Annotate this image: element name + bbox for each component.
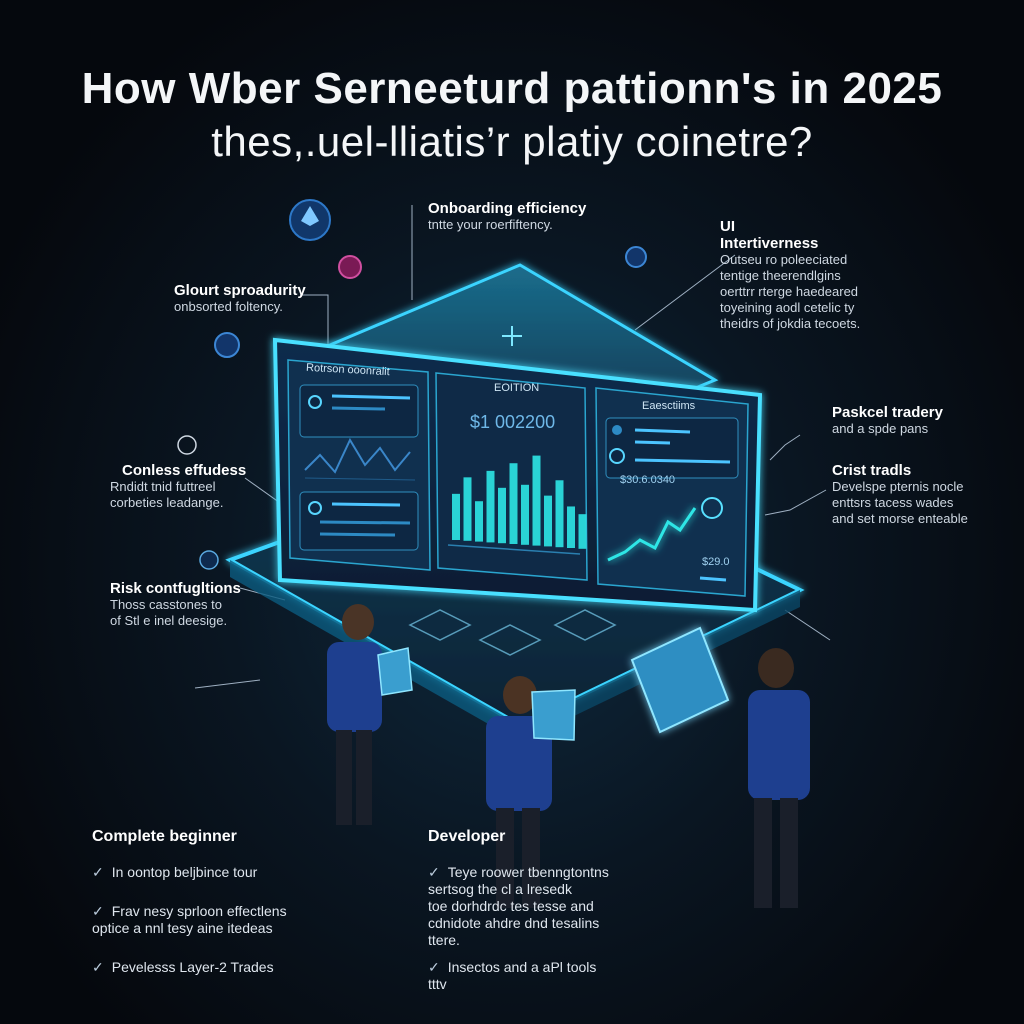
callout-crist-line: and set morse enteable (832, 511, 968, 526)
person-right (630, 626, 810, 908)
callout-ui-line: toyeining aodl cetelic ty (720, 300, 855, 315)
panel-right-value2: $29.0 (702, 556, 730, 568)
callout-crist-title: Crist tradls (832, 462, 912, 479)
callout-gloursp: Glourt sproadurity onbsorted foltency. (174, 282, 306, 315)
callout-conless-line: corbeties leadange. (110, 495, 224, 510)
trend-line (607, 507, 697, 562)
chart-bar (567, 506, 575, 548)
list-item: Insectos and a aPl tools tttv (428, 959, 748, 993)
list-developer-title: Developer (428, 828, 506, 845)
chart-bar (475, 501, 483, 542)
panel-center-value: $1 002200 (470, 412, 556, 432)
list-developer: Developer Teye roower tbenngtontns serts… (428, 828, 748, 1015)
chart-bar (509, 463, 518, 544)
callout-crist-line: Develspe pternis nocle (832, 479, 964, 494)
token-icon (338, 255, 362, 279)
callout-paskcel-title: Paskcel tradery (832, 404, 943, 421)
callout-ui-line: tentige theerendlgins (720, 268, 841, 283)
bar-chart (447, 455, 587, 555)
list-item: Frav nesy sprloon effectlens optice a nn… (92, 903, 392, 937)
callout-gloursp-sub: onbsorted foltency. (174, 299, 283, 314)
callout-gloursp-title: Glourt sproadurity (174, 282, 306, 299)
chart-bar (544, 495, 552, 547)
list-beginner-title: Complete beginner (92, 828, 237, 845)
callout-crist-line: enttsrs tacess wades (832, 495, 954, 510)
callout-risk-line: of Stl e inel deesige. (110, 613, 228, 628)
list-item: In oontop beljbince tour (92, 864, 392, 881)
chart-baseline (447, 544, 581, 555)
list-item: Pevelesss Layer-2 Trades (92, 959, 392, 976)
person-left (327, 604, 413, 825)
callout-conless: Conless effudess Rndidt tnid futtreel co… (110, 462, 246, 511)
lock-icon (199, 550, 219, 570)
chart-bar (486, 470, 495, 543)
list-item: Teye roower tbenngtontns sertsog the cl … (428, 864, 748, 949)
chart-bar (452, 493, 460, 540)
callout-risk-title: Risk contfugltions (110, 580, 241, 597)
callout-paskcel: Paskcel tradery and a spde pans (832, 404, 943, 437)
coin-icon-left (214, 332, 240, 358)
headline-line-2: thes,.uel-lliatis’r platiy coinetre? (211, 118, 813, 165)
callout-crist: Crist tradls Develspe pternis nocle entt… (832, 462, 968, 527)
callout-ui-line: oerttrr rterge haedeared (720, 284, 859, 299)
headline-line-1: How Wber Serneeturd pattionn's in 2025 (81, 64, 943, 113)
callout-ui-line: Outseu ro poleeciated (720, 252, 848, 267)
panel-right-value: $30.6.0340 (620, 474, 676, 486)
callout-paskcel-sub: and a spde pans (832, 421, 929, 436)
callout-ui-line: theidrs of jokdia tecoets. (720, 316, 861, 331)
chart-bar (521, 484, 529, 545)
callout-ui: UI Intertiverness Outseu ro poleeciated … (720, 218, 920, 332)
callout-ui-title: UI (720, 218, 735, 235)
chart-bar (532, 455, 541, 546)
callout-onboarding: Onboarding efficiency tntte your roerfif… (428, 200, 586, 233)
chart-bar (578, 514, 587, 549)
settings-icon (177, 435, 197, 455)
callout-conless-line: Rndidt tnid futtreel (110, 479, 216, 494)
panel-right-title: Eaesctiims (642, 400, 696, 412)
callout-risk: Risk contfugltions Thoss casstones to of… (110, 580, 241, 629)
callout-onboarding-title: Onboarding efficiency (428, 200, 587, 217)
chart-bar (463, 477, 472, 541)
callout-ui-title2: Intertiverness (720, 235, 819, 252)
callout-risk-line: Thoss casstones to (110, 597, 222, 612)
callout-onboarding-sub: tntte your roerfiftency. (428, 217, 553, 232)
chart-bar (498, 487, 506, 544)
coin-icon-right (625, 246, 647, 268)
callout-conless-title: Conless effudess (122, 462, 247, 479)
list-beginner: Complete beginner In oontop beljbince to… (92, 828, 392, 998)
panel-center-title: EOITION (494, 382, 540, 394)
chart-bar (555, 480, 564, 548)
